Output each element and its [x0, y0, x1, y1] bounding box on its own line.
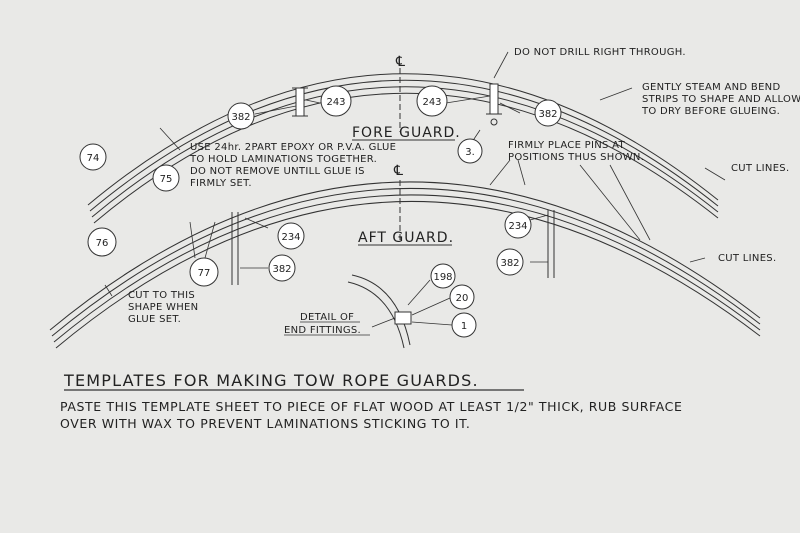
svg-text:END FITTINGS.: END FITTINGS.	[284, 325, 361, 336]
callout-243-fore-right: 243	[416, 85, 448, 117]
callout-1: 1	[451, 312, 477, 338]
svg-text:CUT TO THIS: CUT TO THIS	[128, 290, 195, 301]
svg-text:75: 75	[160, 174, 173, 185]
svg-text:FIRMLY SET.: FIRMLY SET.	[190, 178, 252, 189]
note-cut-lines-2: CUT LINES.	[718, 253, 776, 264]
svg-text:GLUE SET.: GLUE SET.	[128, 314, 181, 325]
fore-guard-fittings	[292, 83, 502, 126]
callout-382-aft-right: 382	[496, 248, 524, 276]
callout-243-fore-left: 243	[320, 85, 352, 117]
callout-77: 77	[189, 257, 219, 287]
svg-text:POSITIONS THUS SHOWN.: POSITIONS THUS SHOWN.	[508, 152, 644, 163]
svg-text:20: 20	[456, 293, 469, 304]
instructions-line-1: PASTE THIS TEMPLATE SHEET TO PIECE OF FL…	[60, 399, 682, 414]
centerline-symbol-fore: ℄	[395, 54, 405, 70]
callout-382-fore-right: 382	[534, 99, 562, 127]
aft-guard-title: AFT GUARD.	[358, 230, 454, 246]
callout-382-fore-left: 382	[227, 102, 255, 130]
svg-text:234: 234	[281, 232, 300, 243]
centerline-symbol-aft: ℄	[393, 163, 403, 179]
end-fitting-detail-sketch	[347, 274, 412, 349]
svg-text:GENTLY STEAM AND BEND: GENTLY STEAM AND BEND	[642, 82, 780, 93]
callout-20: 20	[449, 284, 475, 310]
callout-3: 3.	[457, 138, 483, 164]
svg-text:382: 382	[500, 258, 519, 269]
svg-text:77: 77	[198, 268, 211, 279]
note-do-not-drill: DO NOT DRILL RIGHT THROUGH.	[514, 47, 686, 58]
svg-text:243: 243	[326, 97, 345, 108]
svg-text:DO NOT REMOVE UNTILL GLUE IS: DO NOT REMOVE UNTILL GLUE IS	[190, 166, 365, 177]
svg-text:TO DRY BEFORE GLUEING.: TO DRY BEFORE GLUEING.	[641, 106, 780, 117]
callout-76: 76	[87, 227, 117, 257]
sheet-heading: TEMPLATES FOR MAKING TOW ROPE GUARDS.	[63, 371, 479, 390]
svg-text:76: 76	[96, 238, 109, 249]
callout-75: 75	[152, 164, 180, 192]
instructions-line-2: OVER WITH WAX TO PREVENT LAMINATIONS STI…	[60, 416, 470, 431]
svg-text:USE 24hr. 2PART EPOXY OR P.V.A: USE 24hr. 2PART EPOXY OR P.V.A. GLUE	[190, 142, 396, 153]
leader-lines	[104, 51, 726, 328]
svg-text:3.: 3.	[465, 147, 475, 158]
svg-text:DETAIL OF: DETAIL OF	[300, 312, 354, 323]
callout-198: 198	[430, 263, 456, 289]
svg-text:198: 198	[433, 272, 452, 283]
svg-text:382: 382	[231, 112, 250, 123]
centerline-marks: ℄ ℄	[393, 54, 405, 240]
callout-234-right: 234	[504, 211, 532, 239]
svg-text:74: 74	[87, 153, 100, 164]
fore-guard-title: FORE GUARD.	[352, 125, 461, 141]
svg-text:382: 382	[538, 109, 557, 120]
note-cut-lines-1: CUT LINES.	[731, 163, 789, 174]
note-steam-bend: GENTLY STEAM AND BEND STRIPS TO SHAPE AN…	[641, 82, 800, 117]
note-detail-end-fittings: DETAIL OF END FITTINGS.	[284, 312, 370, 336]
callout-74: 74	[79, 143, 107, 171]
svg-text:TO HOLD LAMINATIONS TOGETHER.: TO HOLD LAMINATIONS TOGETHER.	[189, 154, 377, 165]
fore-guard-arc	[87, 73, 719, 224]
note-cut-shape: CUT TO THIS SHAPE WHEN GLUE SET.	[128, 290, 198, 325]
svg-text:STRIPS TO SHAPE AND ALLOW: STRIPS TO SHAPE AND ALLOW	[642, 94, 800, 105]
callout-234-left: 234	[277, 222, 305, 250]
svg-text:SHAPE WHEN: SHAPE WHEN	[128, 302, 198, 313]
callout-382-aft-left: 382	[268, 254, 296, 282]
svg-text:234: 234	[508, 221, 527, 232]
svg-text:1: 1	[461, 321, 467, 332]
aft-guard-arc	[49, 181, 761, 349]
aft-guard-posts	[231, 210, 555, 285]
note-pins: FIRMLY PLACE PINS AT POSITIONS THUS SHOW…	[508, 140, 644, 163]
svg-text:382: 382	[272, 264, 291, 275]
svg-text:243: 243	[422, 97, 441, 108]
note-glue: USE 24hr. 2PART EPOXY OR P.V.A. GLUE TO …	[189, 142, 396, 189]
svg-text:FIRMLY PLACE PINS AT: FIRMLY PLACE PINS AT	[508, 140, 626, 151]
